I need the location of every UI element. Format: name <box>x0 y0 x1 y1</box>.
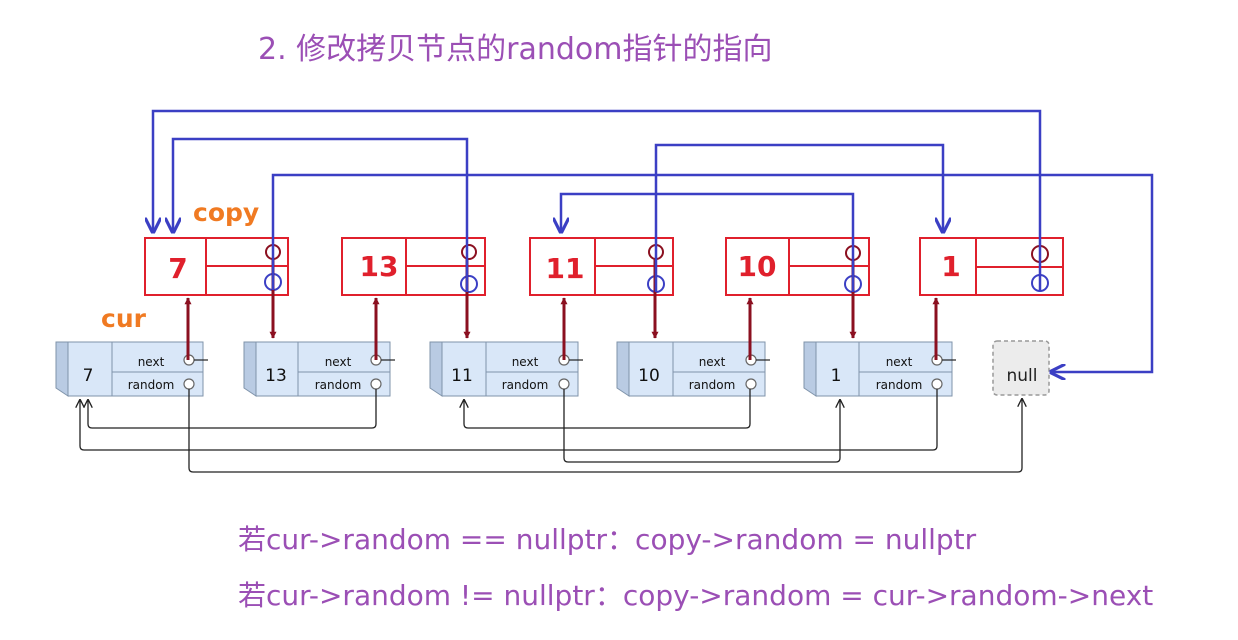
copy-label: copy <box>193 198 259 227</box>
random-field-label: random <box>689 378 736 392</box>
orig-node-3: 11 next random <box>429 341 583 397</box>
orig-node-value: 13 <box>265 366 287 386</box>
random-field-label: random <box>128 378 175 392</box>
null-label: null <box>1007 366 1038 386</box>
copy-node-value: 7 <box>168 252 187 285</box>
random-field-label: random <box>502 378 549 392</box>
orig-node-1: 7 next random <box>55 341 208 397</box>
orig-node-4: 10 next random <box>616 341 770 397</box>
copy-node-value: 11 <box>546 252 585 285</box>
random-field-label: random <box>315 378 362 392</box>
copy-node-value: 13 <box>360 250 399 283</box>
next-field-label: next <box>699 355 726 369</box>
next-field-label: next <box>886 355 913 369</box>
orig-node-value: 7 <box>83 366 94 386</box>
copy-node-1: 7 <box>144 237 289 296</box>
page-title: 2. 修改拷贝节点的random指针的指向 <box>258 32 773 67</box>
caption-null-case: 若cur->random == nullptr：copy->random = n… <box>238 523 977 556</box>
orig-node-5: 1 next random <box>803 341 956 397</box>
orig-node-value: 1 <box>831 366 842 386</box>
caption-nonnull-case: 若cur->random != nullptr：copy->random = c… <box>238 579 1154 612</box>
copy-node-4: 10 <box>725 237 870 296</box>
orig-node-2: 13 next random <box>243 341 395 397</box>
copy-node-2: 13 <box>341 237 486 296</box>
cur-label: cur <box>101 304 147 333</box>
next-field-label: next <box>512 355 539 369</box>
orig-node-value: 10 <box>638 366 660 386</box>
copy-node-3: 11 <box>529 237 674 296</box>
random-field-label: random <box>876 378 923 392</box>
copy-node-5: 1 <box>919 237 1064 296</box>
random-arrows <box>153 109 1154 372</box>
next-field-label: next <box>325 355 352 369</box>
null-node: null <box>992 340 1050 396</box>
copy-node-value: 1 <box>941 250 960 283</box>
orig-node-value: 11 <box>451 366 473 386</box>
orig-random-arrows <box>80 389 1022 473</box>
next-field-label: next <box>138 355 165 369</box>
copy-node-value: 10 <box>738 250 777 283</box>
